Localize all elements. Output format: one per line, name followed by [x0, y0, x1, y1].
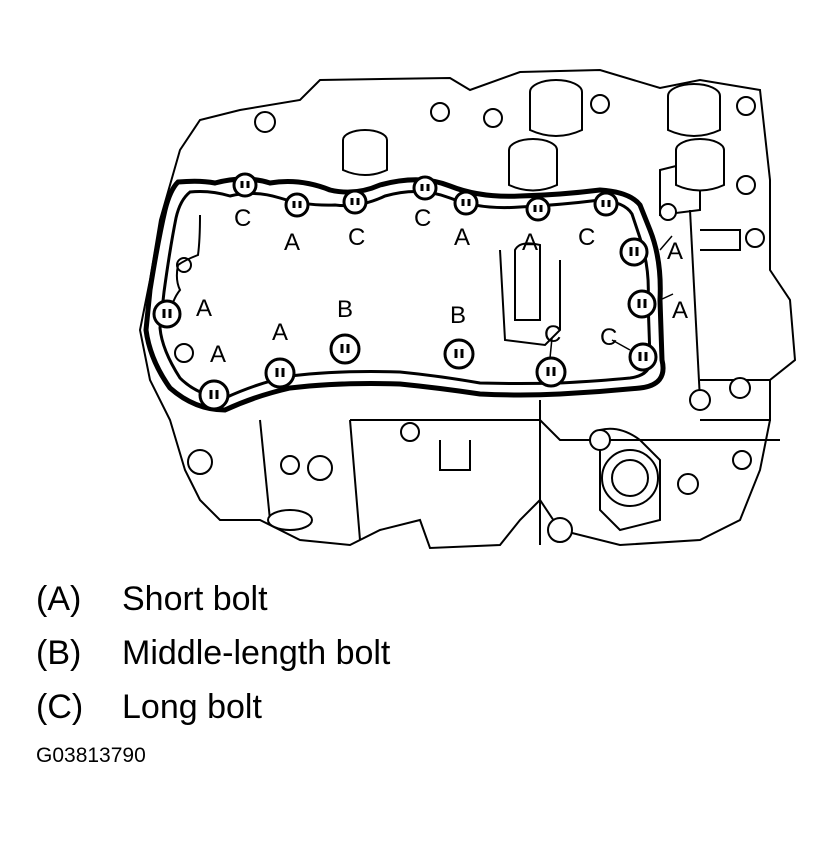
- legend-key: (B): [36, 633, 82, 672]
- bolt-label: C: [600, 324, 617, 351]
- bolt: [443, 338, 475, 370]
- bolt-label: B: [450, 302, 466, 329]
- bolt: [535, 356, 567, 388]
- bolt: [627, 289, 657, 319]
- bolt-label: A: [672, 297, 688, 324]
- figure-id: G03813790: [36, 744, 146, 767]
- bolt-label: C: [578, 224, 595, 251]
- bolt-label: A: [284, 229, 300, 256]
- bolt: [453, 190, 479, 216]
- bolt: [198, 379, 230, 411]
- background-casting-outline: [138, 68, 797, 550]
- background-bosses: [174, 79, 765, 543]
- bolt-label: A: [272, 319, 288, 346]
- bolt: [628, 342, 658, 372]
- legend-item-short-bolt: (A) Short bolt: [36, 572, 776, 626]
- bolt: [284, 192, 310, 218]
- bolt-label: C: [414, 205, 431, 232]
- bolt: [525, 196, 551, 222]
- cover-gasket-outline: [143, 176, 666, 413]
- bolt-letter-labels: C A C C A A C A A A A A B B C C: [196, 205, 688, 368]
- bolt: [342, 189, 368, 215]
- bolt: [264, 357, 296, 389]
- legend-key: (A): [36, 579, 82, 618]
- legend-text: Middle-length bolt: [122, 633, 391, 672]
- bolt: [412, 175, 438, 201]
- legend-item-long-bolt: (C) Long bolt: [36, 680, 776, 734]
- legend-text: Long bolt: [122, 687, 262, 726]
- legend-item-middle-length-bolt: (B) Middle-length bolt: [36, 626, 776, 680]
- legend-key: (C): [36, 687, 84, 726]
- valve-body-bolt-diagram: C A C C A A C A A A A A B B C C: [138, 68, 797, 550]
- bolt-label: A: [210, 341, 226, 368]
- bolt-label: C: [544, 321, 561, 348]
- cover-bolts: [152, 172, 658, 411]
- bolt-label: C: [348, 224, 365, 251]
- bolt: [232, 172, 258, 198]
- bolt: [593, 191, 619, 217]
- bolt-label: A: [454, 224, 470, 251]
- bolt-label: C: [234, 205, 251, 232]
- legend-text: Short bolt: [122, 579, 268, 618]
- bolt-label: A: [667, 238, 683, 265]
- bolt-label: A: [196, 295, 212, 322]
- bolt-legend: (A) Short bolt (B) Middle-length bolt (C…: [36, 572, 776, 734]
- bolt-label: B: [337, 296, 353, 323]
- bolt-label: A: [522, 229, 538, 256]
- bolt: [152, 299, 182, 329]
- bolt: [329, 333, 361, 365]
- leader-lines: [549, 235, 674, 359]
- bolt: [619, 237, 649, 267]
